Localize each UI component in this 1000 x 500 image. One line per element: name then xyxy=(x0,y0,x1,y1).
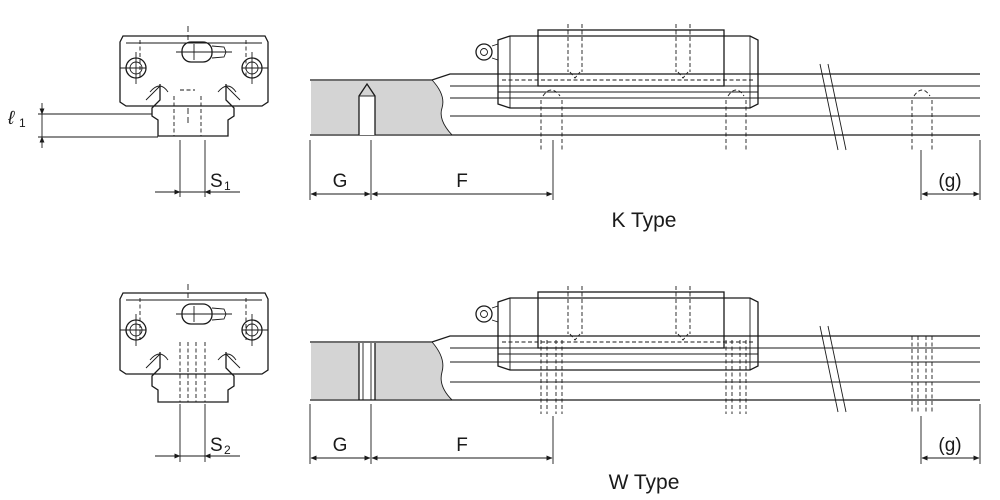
k-type-group: ℓ 1 S 1 xyxy=(7,24,981,232)
k-type-title: K Type xyxy=(612,209,677,232)
k-f-label: F xyxy=(456,171,468,192)
w-type-title: W Type xyxy=(609,471,680,494)
k-cross-section xyxy=(119,26,269,137)
w-pitch-dimensions: G F (g) xyxy=(309,404,981,464)
k-height-dimension: ℓ 1 xyxy=(7,103,158,148)
k-pitch-dimensions: G F (g) xyxy=(309,140,981,200)
w-f-label: F xyxy=(456,435,468,456)
k-offset-label: S xyxy=(210,171,223,192)
k-side-view xyxy=(310,24,980,151)
w-offset-sub: 2 xyxy=(224,443,231,457)
w-offset-dimension: S 2 xyxy=(155,404,240,462)
w-type-group: S 2 xyxy=(119,284,981,494)
k-offset-dimension: S 1 xyxy=(155,140,240,197)
w-cross-section xyxy=(119,284,269,403)
w-g-label: G xyxy=(333,435,348,456)
k-g-label: G xyxy=(333,171,348,192)
w-side-view xyxy=(310,286,980,414)
k-height-sub: 1 xyxy=(19,116,26,130)
w-offset-label: S xyxy=(210,435,223,456)
k-g-end-label: (g) xyxy=(938,171,961,192)
w-g-end-label: (g) xyxy=(938,435,961,456)
k-height-label: ℓ xyxy=(7,108,15,129)
k-offset-sub: 1 xyxy=(224,179,231,193)
